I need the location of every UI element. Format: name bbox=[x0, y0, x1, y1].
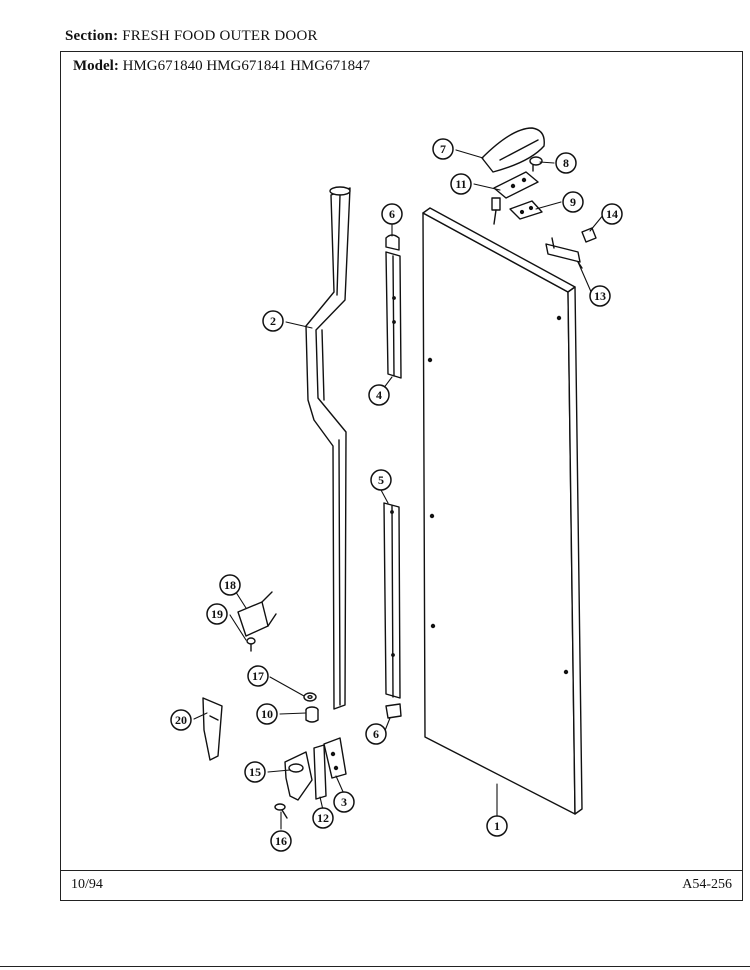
callout-9: 9 bbox=[562, 191, 584, 213]
callout-number: 7 bbox=[440, 142, 446, 156]
bottom-hinge bbox=[284, 751, 313, 801]
callout-number: 15 bbox=[249, 765, 261, 779]
hinge-plate bbox=[323, 737, 347, 779]
page-bottom-rule bbox=[0, 966, 750, 967]
callout-1: 1 bbox=[486, 815, 508, 837]
callout-15: 15 bbox=[244, 761, 266, 783]
callout-8: 8 bbox=[555, 152, 577, 174]
top-hinge bbox=[491, 171, 539, 225]
callout-circle bbox=[370, 469, 392, 491]
callout-circle bbox=[555, 152, 577, 174]
callout-16: 16 bbox=[270, 830, 292, 852]
callout-4: 4 bbox=[368, 384, 390, 406]
callout-number: 6 bbox=[373, 727, 379, 741]
callout-number: 4 bbox=[376, 388, 382, 402]
section-value: FRESH FOOD OUTER DOOR bbox=[122, 28, 318, 44]
callout-circle bbox=[333, 791, 355, 813]
date-code: 10/94 bbox=[71, 877, 103, 892]
callout-11: 11 bbox=[450, 173, 472, 195]
callout-number: 11 bbox=[455, 177, 466, 191]
callout-circle bbox=[450, 173, 472, 195]
lower-trim-strip bbox=[383, 502, 401, 699]
door-panel bbox=[422, 207, 583, 815]
callout-circle bbox=[432, 138, 454, 160]
callout-circle bbox=[244, 761, 266, 783]
callout-number: 17 bbox=[252, 669, 264, 683]
callout-circle bbox=[170, 709, 192, 731]
callout-number: 20 bbox=[175, 713, 187, 727]
callout-10: 10 bbox=[256, 703, 278, 725]
model-value: HMG671840 HMG671841 HMG671847 bbox=[122, 58, 371, 74]
section-label: Section: bbox=[65, 28, 119, 44]
callout-number: 3 bbox=[341, 795, 347, 809]
callout-circle bbox=[247, 665, 269, 687]
callout-19: 19 bbox=[206, 603, 228, 625]
drawing-number: A54-256 bbox=[682, 877, 732, 892]
stop-clip bbox=[581, 227, 597, 243]
callout-number: 19 bbox=[211, 607, 223, 621]
hinge-screw-bottom bbox=[274, 803, 288, 819]
callout-2: 2 bbox=[262, 310, 284, 332]
callout-number: 12 bbox=[317, 811, 329, 825]
callout-6-top: 6 bbox=[381, 203, 403, 225]
bracket-screw bbox=[246, 637, 256, 652]
callout-number: 1 bbox=[494, 819, 500, 833]
door-handle bbox=[305, 186, 351, 710]
callout-circle bbox=[486, 815, 508, 837]
hinge-spacer bbox=[313, 744, 327, 800]
callout-number: 14 bbox=[606, 207, 618, 221]
callout-circle bbox=[381, 203, 403, 225]
bottom-hinge-cover bbox=[202, 697, 223, 761]
callouts: 7 8 11 9 14 13 6 2 4 5 18 19 17 10 20 6 15 12 3 16 1 bbox=[170, 138, 623, 852]
footer-divider bbox=[61, 870, 742, 871]
trim-end-cap-top bbox=[385, 234, 400, 251]
callout-circle bbox=[256, 703, 278, 725]
section-title: Section: FRESH FOOD OUTER DOOR bbox=[65, 28, 318, 45]
callout-5: 5 bbox=[370, 469, 392, 491]
hinge-screw-top bbox=[529, 156, 543, 172]
callout-circle bbox=[601, 203, 623, 225]
handle-bracket bbox=[237, 591, 277, 637]
callout-number: 10 bbox=[261, 707, 273, 721]
callout-number: 13 bbox=[594, 289, 606, 303]
callout-number: 2 bbox=[270, 314, 276, 328]
callout-14: 14 bbox=[601, 203, 623, 225]
callout-18: 18 bbox=[219, 574, 241, 596]
callout-number: 18 bbox=[224, 578, 236, 592]
upper-trim-strip bbox=[385, 251, 402, 379]
callout-17: 17 bbox=[247, 665, 269, 687]
callout-circle bbox=[312, 807, 334, 829]
callout-number: 5 bbox=[378, 473, 384, 487]
callout-circle bbox=[262, 310, 284, 332]
callout-circle bbox=[365, 723, 387, 745]
diagram-frame: Model: HMG671840 HMG671841 HMG671847 10/… bbox=[60, 51, 743, 901]
callout-number: 16 bbox=[275, 834, 287, 848]
callout-number: 6 bbox=[389, 207, 395, 221]
callout-circle bbox=[562, 191, 584, 213]
leader-lines bbox=[193, 149, 605, 830]
callout-7: 7 bbox=[432, 138, 454, 160]
callout-3: 3 bbox=[333, 791, 355, 813]
door-stop-bracket bbox=[545, 237, 583, 269]
hinge-bushing bbox=[305, 706, 319, 723]
callout-circle bbox=[206, 603, 228, 625]
callout-6-bottom: 6 bbox=[365, 723, 387, 745]
hinge-cover bbox=[481, 127, 545, 173]
hinge-shim bbox=[509, 200, 543, 220]
callout-circle bbox=[219, 574, 241, 596]
trim-end-cap-bottom bbox=[385, 703, 402, 719]
callout-number: 9 bbox=[570, 195, 576, 209]
callout-20: 20 bbox=[170, 709, 192, 731]
model-line: Model: HMG671840 HMG671841 HMG671847 bbox=[73, 58, 370, 75]
washer bbox=[303, 692, 317, 702]
callout-number: 8 bbox=[563, 156, 569, 170]
callout-circle bbox=[368, 384, 390, 406]
model-label: Model: bbox=[73, 58, 119, 74]
callout-circle bbox=[589, 285, 611, 307]
callout-circle bbox=[270, 830, 292, 852]
callout-13: 13 bbox=[589, 285, 611, 307]
callout-12: 12 bbox=[312, 807, 334, 829]
